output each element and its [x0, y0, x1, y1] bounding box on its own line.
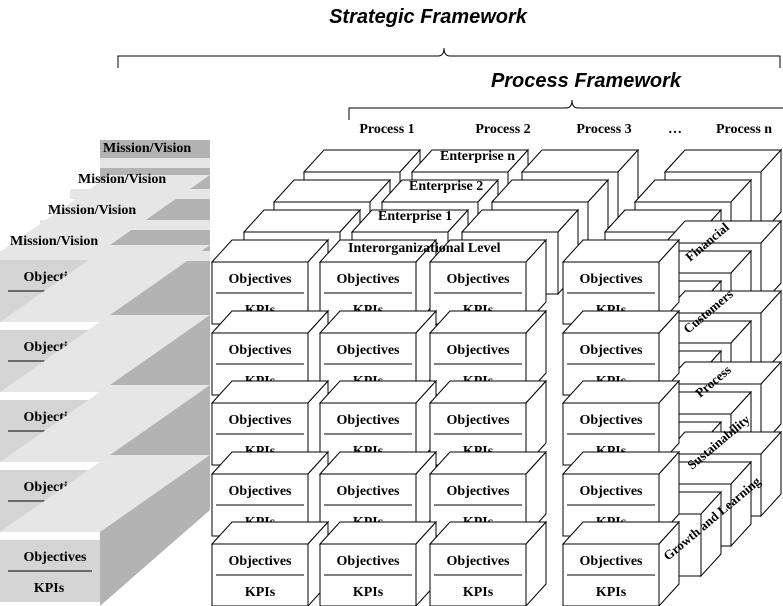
process-framework-brace — [348, 99, 783, 120]
process-grid: ObjectivesKPIsObjectivesKPIsObjectivesKP… — [210, 148, 783, 606]
layer-label-enterprise-2: Enterprise 2 — [409, 179, 483, 194]
cell-objectives: Objectives — [580, 272, 644, 287]
process-header: Process 2 — [475, 122, 530, 137]
cell-objectives: Objectives — [229, 484, 293, 499]
strategic-kpis: KPIs — [34, 581, 65, 596]
mission-vision-label: Mission/Vision — [48, 203, 136, 218]
cell-objectives: Objectives — [337, 272, 401, 287]
process-header: Process 1 — [359, 122, 414, 137]
process-framework-title: Process Framework — [491, 70, 682, 92]
process-header: Process 3 — [576, 122, 631, 137]
stack-row-top — [0, 315, 210, 392]
cell-kpis: KPIs — [463, 585, 494, 600]
cell-objectives: Objectives — [580, 343, 644, 358]
cell-objectives: Objectives — [580, 554, 644, 569]
cell-objectives: Objectives — [337, 413, 401, 428]
cell-objectives: Objectives — [447, 343, 511, 358]
layer-label-enterprise-1: Enterprise 1 — [378, 209, 452, 224]
layer-label-enterprise-n: Enterprise n — [440, 149, 515, 164]
cell-objectives: Objectives — [229, 413, 293, 428]
stack-row-top — [0, 175, 210, 252]
cell-objectives: Objectives — [447, 413, 511, 428]
stack-row-top — [0, 385, 210, 462]
strategic-framework-title: Strategic Framework — [329, 6, 528, 28]
stack-row-top — [0, 245, 210, 322]
layer-label-interorganizational: Interorganizational Level — [348, 241, 501, 256]
cell-objectives: Objectives — [337, 343, 401, 358]
cell-objectives: Objectives — [337, 554, 401, 569]
mission-vision-label: Mission/Vision — [78, 172, 166, 187]
cell-objectives: Objectives — [447, 484, 511, 499]
cell-objectives: Objectives — [580, 413, 644, 428]
cell-objectives: Objectives — [229, 272, 293, 287]
process-ellipsis: … — [668, 122, 682, 137]
cell-objectives: Objectives — [447, 272, 511, 287]
strategic-objectives: Objectives — [24, 550, 88, 565]
cell-objectives: Objectives — [580, 484, 644, 499]
cell-kpis: KPIs — [596, 585, 627, 600]
cell-objectives: Objectives — [229, 554, 293, 569]
process-headers: Process 1 Process 2 Process 3 … Process … — [359, 122, 772, 137]
cell-kpis: KPIs — [245, 585, 276, 600]
layer-labels: Enterprise n Enterprise 2 Enterprise 1 I… — [348, 149, 515, 256]
process-header: Process n — [716, 122, 772, 137]
strategic-stack: ObjectivesKPIsObjectivesKPIsObjectivesKP… — [0, 140, 210, 606]
cell-objectives: Objectives — [447, 554, 511, 569]
mission-vision-label: Mission/Vision — [10, 234, 98, 249]
strategic-framework-brace — [117, 47, 781, 68]
cell-kpis: KPIs — [353, 585, 384, 600]
cell-objectives: Objectives — [337, 484, 401, 499]
stack-step — [100, 158, 210, 168]
mission-vision-label: Mission/Vision — [103, 141, 191, 156]
stack-row-top — [0, 455, 210, 532]
cell-objectives: Objectives — [229, 343, 293, 358]
